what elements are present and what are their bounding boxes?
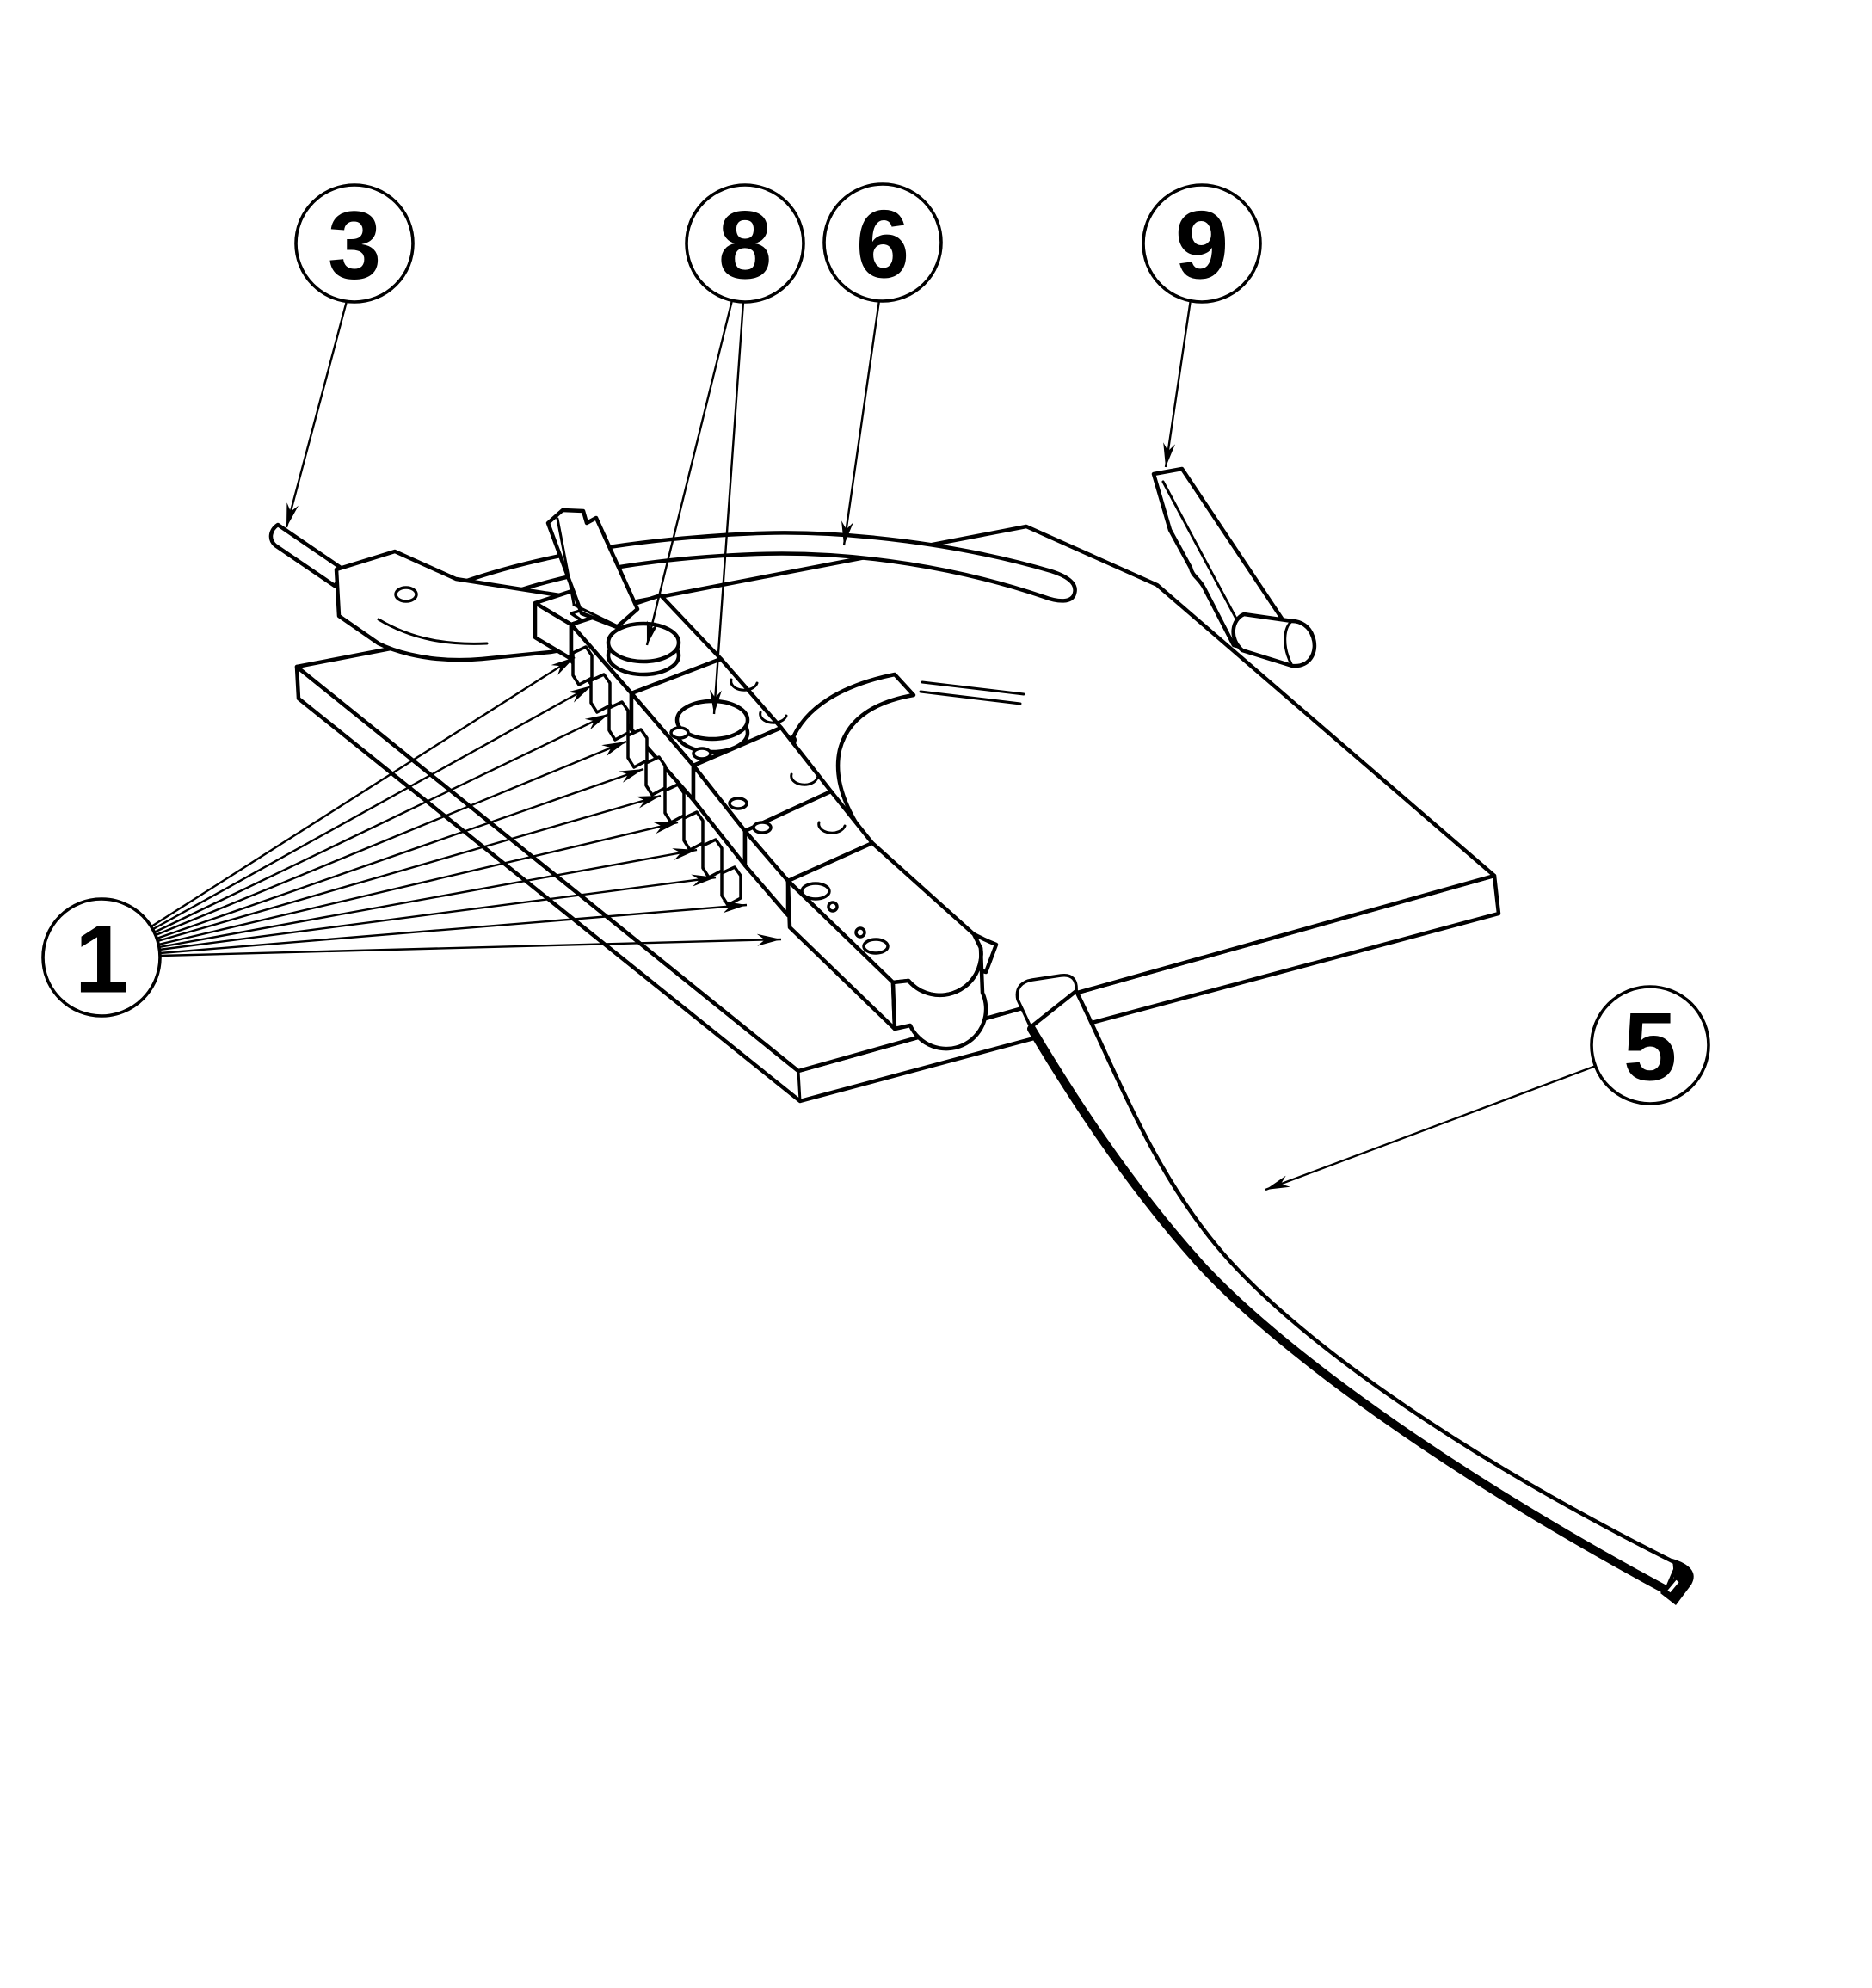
lever-pin-cap: [1284, 619, 1294, 668]
block-hole: [800, 882, 831, 901]
lever-inner-edge: [1161, 480, 1246, 635]
leader-line-1: [158, 874, 717, 951]
plate-corner-edge: [797, 1069, 802, 1103]
callout-number-3: 3: [328, 191, 381, 299]
leader-lines: [151, 299, 1597, 1191]
boss-cylinder-1: [606, 621, 681, 677]
lever-pin: [1231, 612, 1317, 668]
balloon-circle-9: [1142, 183, 1262, 304]
leader-line-9: [1163, 299, 1192, 468]
leader-line-1: [158, 848, 698, 949]
contact-tooth: [720, 865, 742, 907]
leader-line-1: [156, 767, 644, 940]
callout-balloon-5: 5: [1590, 985, 1710, 1105]
leader-line-1: [151, 655, 576, 928]
leader-line-8a: [645, 299, 734, 646]
contact-tooth: [644, 755, 667, 797]
contact-tooth: [682, 810, 705, 852]
block-hole: [862, 938, 890, 955]
contact-tooth: [607, 700, 630, 742]
leader-line-1: [153, 712, 610, 934]
block-hole: [854, 926, 866, 939]
retaining-rod: [268, 522, 348, 588]
leader-line-1: [152, 684, 593, 931]
callout-balloon-1: 1: [41, 897, 162, 1018]
edge-notch: [790, 772, 819, 786]
balloon-circle-8: [685, 183, 805, 304]
block-hole: [669, 726, 690, 740]
contact-tooth: [589, 673, 612, 714]
callout-number-8: 8: [718, 191, 772, 299]
plate-slot-edge: [921, 680, 1025, 696]
flat-cable: [1015, 973, 1694, 1605]
wedge-inner-edge: [556, 517, 576, 606]
balloon-circle-5: [1590, 985, 1710, 1105]
callout-number-5: 5: [1623, 993, 1677, 1100]
leader-line-8b: [710, 301, 745, 715]
leader-line-1: [159, 901, 748, 955]
leader-line-1: [157, 821, 679, 946]
balloon-circle-1: [41, 897, 162, 1018]
leader-line-1: [157, 794, 662, 943]
block-hole: [728, 797, 748, 810]
callout-number-9: 9: [1175, 191, 1228, 299]
callout-balloon-6: 6: [822, 182, 943, 303]
callout-balloon-9: 9: [1142, 183, 1262, 304]
leader-line-6: [841, 299, 881, 546]
plate-slot-edge: [919, 690, 1022, 705]
leader-line-5: [1265, 1064, 1597, 1191]
contact-tooth: [663, 783, 686, 824]
contact-tooth: [571, 645, 594, 686]
callout-number-1: 1: [75, 905, 128, 1012]
cable-body: [1028, 988, 1680, 1591]
block-hole: [752, 821, 773, 834]
block-hole: [827, 901, 839, 913]
block-hole: [692, 747, 712, 760]
cable-tip-gap: [1667, 1579, 1679, 1593]
balloon-circle-3: [294, 183, 415, 304]
callout-balloon-8: 8: [685, 183, 805, 304]
callout-number-6: 6: [856, 190, 909, 298]
callout-balloon-3: 3: [294, 183, 415, 304]
boss-cylinder-2: [674, 699, 750, 754]
contact-tooth: [701, 838, 724, 879]
bracket-fillet-line: [377, 618, 489, 645]
pivot-lever: [1151, 466, 1317, 668]
bracket-hole: [394, 586, 418, 603]
wedge-body: [545, 508, 640, 630]
callouts: 3 8 6 9 1 5: [41, 182, 1710, 1105]
leader-line-3: [285, 300, 348, 528]
cable-dark-edge: [1027, 1025, 1670, 1594]
edge-notch: [759, 711, 788, 724]
wedge-guide: [545, 508, 640, 630]
edge-notch: [730, 678, 759, 692]
balloon-circle-6: [822, 182, 943, 303]
edge-notch: [817, 821, 847, 834]
wedge-base-edge: [572, 603, 618, 627]
leader-line-1: [159, 933, 782, 957]
end-block-notch-face: [890, 945, 988, 1051]
leader-line-1: [155, 740, 627, 937]
contact-tooth: [626, 728, 649, 769]
